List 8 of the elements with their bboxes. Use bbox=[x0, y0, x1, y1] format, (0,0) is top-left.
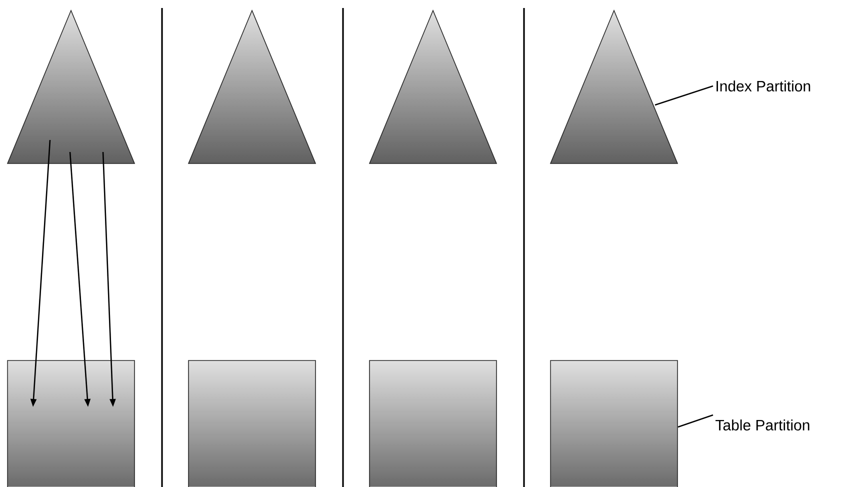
leader-line bbox=[654, 85, 714, 106]
table-box bbox=[7, 360, 135, 487]
leader-line bbox=[678, 414, 714, 428]
table-box bbox=[188, 360, 316, 487]
table-box bbox=[550, 360, 678, 487]
partition-label: Table Partition bbox=[716, 419, 810, 430]
partition-label: Index Partition bbox=[716, 80, 810, 92]
table-box bbox=[369, 360, 497, 487]
